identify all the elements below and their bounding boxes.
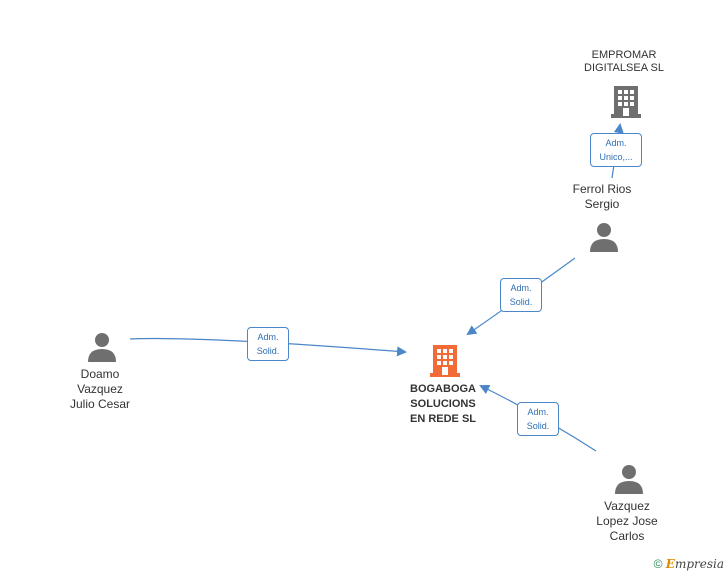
edge-label-line-1: Adm. xyxy=(527,407,549,417)
person-vazquez-line-1: Vazquez xyxy=(604,499,650,513)
edge-label-vazquez-main[interactable]: Adm. Solid. xyxy=(517,402,559,436)
edge-label-line-1: Adm. xyxy=(510,283,532,293)
person-icon[interactable] xyxy=(87,332,117,362)
person-icon[interactable] xyxy=(589,222,619,252)
edge-label-line-1: Adm. xyxy=(605,138,627,148)
edge-label-line-2: Solid. xyxy=(256,346,280,356)
company-empromar-line-2: DIGITALSEA SL xyxy=(584,62,664,74)
person-doamo-label[interactable]: Doamo Vazquez Julio Cesar xyxy=(50,367,150,412)
company-empromar-label[interactable]: EMPROMAR DIGITALSEA SL xyxy=(574,49,674,75)
person-vazquez-line-3: Carlos xyxy=(609,529,645,543)
person-doamo-line-1: Doamo xyxy=(80,367,120,381)
edge-label-doamo-main[interactable]: Adm. Solid. xyxy=(247,327,289,361)
building-icon[interactable] xyxy=(430,343,460,377)
edge-line-doamo-main xyxy=(129,337,407,357)
person-vazquez-line-2: Lopez Jose xyxy=(596,514,658,528)
main-company-line-2: SOLUCIONS xyxy=(410,398,476,410)
person-vazquez-label[interactable]: Vazquez Lopez Jose Carlos xyxy=(577,499,677,544)
edge-label-ferrol-main[interactable]: Adm. Solid. xyxy=(500,278,542,312)
person-doamo-line-2: Vazquez xyxy=(77,382,123,396)
edge-label-line-2: Unico,... xyxy=(599,152,633,162)
person-icon[interactable] xyxy=(614,464,644,494)
person-ferrol-line-2: Sergio xyxy=(584,197,620,211)
copyright-icon: © xyxy=(653,557,663,571)
edge-label-line-2: Solid. xyxy=(526,421,550,431)
edge-label-ferrol-empromar[interactable]: Adm. Unico,... xyxy=(590,133,642,167)
edge-label-line-1: Adm. xyxy=(257,332,279,342)
person-ferrol-line-1: Ferrol Rios xyxy=(572,182,632,196)
person-doamo-line-3: Julio Cesar xyxy=(69,397,131,411)
main-company-line-3: EN REDE SL xyxy=(409,413,476,425)
person-ferrol-label[interactable]: Ferrol Rios Sergio xyxy=(552,182,652,212)
building-icon[interactable] xyxy=(611,84,641,118)
edge-label-line-2: Solid. xyxy=(509,297,533,307)
brand-logo: Empresia xyxy=(665,557,724,571)
company-empromar-line-1: EMPROMAR xyxy=(591,49,657,61)
main-company-label[interactable]: BOGABOGA SOLUCIONS EN REDE SL xyxy=(393,382,493,427)
footer-brand: © Empresia xyxy=(654,557,724,571)
main-company-line-1: BOGABOGA xyxy=(410,383,476,395)
